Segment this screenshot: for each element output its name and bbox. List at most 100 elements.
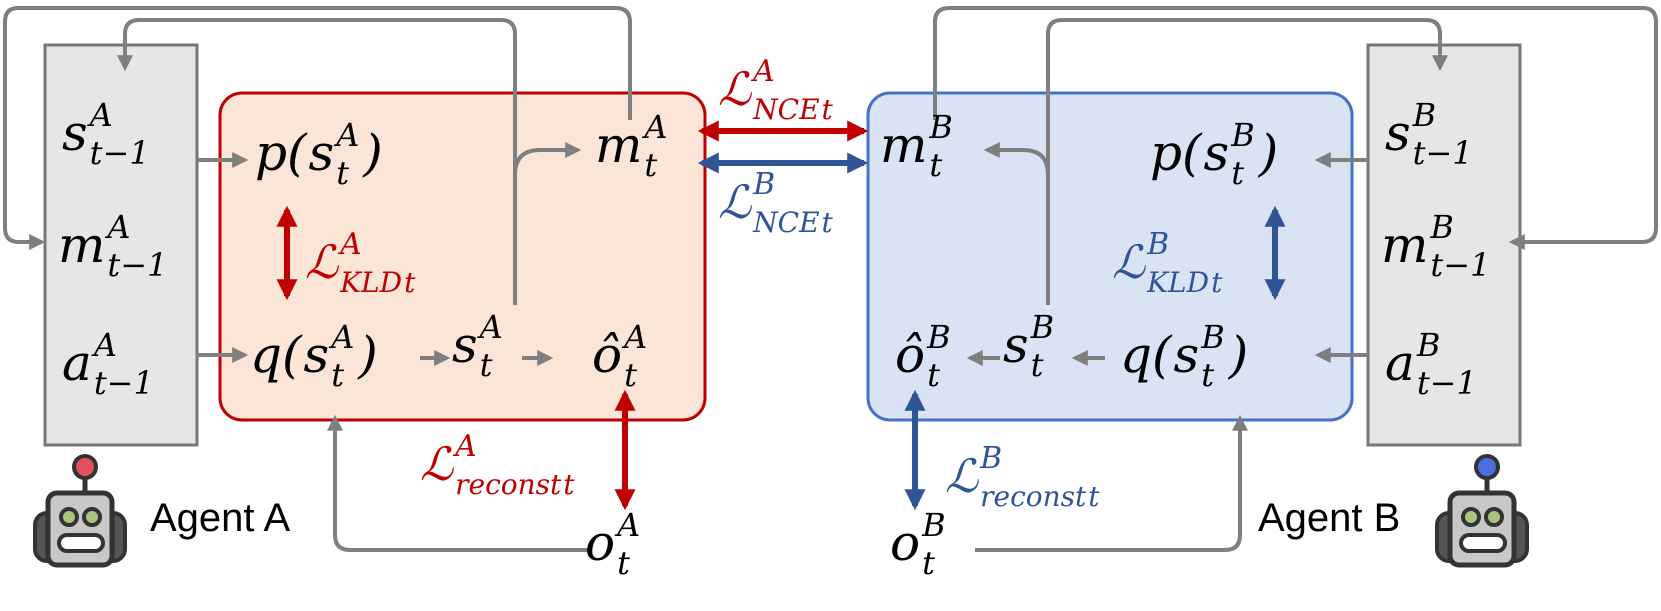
kld_a-loss-time: t <box>404 266 416 299</box>
rec_a-loss-time: t <box>563 468 575 501</box>
nce_b-loss-symbol: ℒ <box>718 175 752 229</box>
s_a-subscript: t <box>480 346 493 384</box>
arrow-o-to-q-b <box>975 414 1248 552</box>
kld_b-loss-symbol: ℒ <box>1112 235 1146 289</box>
s_prev_b-subscript: t−1 <box>1413 134 1473 172</box>
nce_b-loss-superscript: B <box>752 167 775 202</box>
s_prev_b-superscript: B <box>1412 96 1437 134</box>
p_a-symbol: s <box>309 124 335 182</box>
nce_a-loss-superscript: A <box>750 54 775 89</box>
rec_a-loss-superscript: A <box>452 429 477 464</box>
kld_b-loss-superscript: B <box>1146 227 1169 262</box>
o_b-subscript: t <box>922 544 935 582</box>
s_b-superscript: B <box>1030 308 1055 346</box>
kld_a-loss-subscript: KLD <box>339 266 402 299</box>
a_prev_b-superscript: B <box>1416 326 1441 364</box>
nce_b-loss-time: t <box>822 206 834 239</box>
robot-icon-red <box>33 454 127 568</box>
memory-box-a <box>43 43 199 447</box>
s_prev_b-symbol: s <box>1385 104 1411 162</box>
m_a-superscript: A <box>641 108 667 146</box>
m_prev_a-superscript: A <box>104 208 130 246</box>
kld_a-loss-symbol: ℒ <box>305 235 339 289</box>
ohat_a-symbol: ô <box>592 326 622 384</box>
ohat_a-superscript: A <box>621 318 647 356</box>
s_b-subscript: t <box>1031 346 1044 384</box>
agent-b-label: Agent B <box>1258 496 1400 540</box>
gray-arrows <box>3 6 1658 552</box>
o_a-superscript: A <box>614 506 640 544</box>
m_prev_b-subscript: t−1 <box>1430 246 1490 284</box>
m_prev_b-symbol: m <box>1381 216 1428 274</box>
kld_b-loss-time: t <box>1211 266 1223 299</box>
a_prev_a-subscript: t−1 <box>94 364 154 402</box>
a_prev_a-superscript: A <box>91 326 117 364</box>
nce_a-loss-symbol: ℒ <box>718 62 752 116</box>
p_a-subscript: t <box>336 154 349 192</box>
s_a-symbol: s <box>452 316 478 374</box>
s_b-symbol: s <box>1003 316 1029 374</box>
loop-m-b <box>933 6 1658 250</box>
loop-s-a <box>117 18 517 305</box>
m_b-subscript: t <box>929 146 942 184</box>
p_b-suffix: ) <box>1258 124 1279 182</box>
o_b-symbol: o <box>890 514 920 572</box>
p_a-suffix: ) <box>362 124 383 182</box>
s_prev_a-symbol: s <box>62 104 88 162</box>
nce_a-loss-subscript: NCE <box>752 93 819 126</box>
p_a-prefix: p( <box>255 124 308 182</box>
rec_b-loss-subscript: reconst <box>980 480 1087 513</box>
m_prev_a-symbol: m <box>58 216 105 274</box>
kld_b-loss-subscript: KLD <box>1146 266 1209 299</box>
branch-s-to-m-a <box>513 142 582 176</box>
rec_b-loss-time: t <box>1088 480 1100 513</box>
rec_b-loss-symbol: ℒ <box>945 449 979 503</box>
m_b-symbol: m <box>880 116 927 174</box>
q_b-superscript: B <box>1200 318 1225 356</box>
model-panel-b <box>866 91 1354 422</box>
q_a-suffix: ) <box>357 326 378 384</box>
m_prev_a-subscript: t−1 <box>107 246 167 284</box>
nce_b-loss-subscript: NCE <box>752 206 819 239</box>
ohat_a-subscript: t <box>624 356 637 394</box>
rec_a-loss-subscript: reconst <box>455 468 562 501</box>
p_b-symbol: s <box>1204 124 1230 182</box>
agent-a-label: Agent A <box>150 496 290 540</box>
o_b-superscript: B <box>921 506 946 544</box>
ohat_b-subscript: t <box>927 356 940 394</box>
q_a-subscript: t <box>331 356 344 394</box>
rec_b-loss-superscript: B <box>979 441 1002 476</box>
arrow-o-to-q-a <box>327 414 588 552</box>
q_a-superscript: A <box>328 318 354 356</box>
loop-m-a <box>3 6 632 250</box>
s_prev_a-subscript: t−1 <box>90 134 150 172</box>
s_a-superscript: A <box>477 308 503 346</box>
p_b-subscript: t <box>1231 154 1244 192</box>
o_a-subscript: t <box>617 544 630 582</box>
loop-s-b <box>1046 18 1448 305</box>
ohat_b-superscript: B <box>926 318 951 356</box>
p_b-superscript: B <box>1230 116 1255 154</box>
m_b-superscript: B <box>928 108 953 146</box>
kld_a-loss-superscript: A <box>337 227 362 262</box>
a_prev_b-subscript: t−1 <box>1417 364 1477 402</box>
q_a-prefix: q( <box>250 326 303 384</box>
q_b-suffix: ) <box>1228 326 1249 384</box>
m_a-subscript: t <box>644 146 657 184</box>
m_a-symbol: m <box>595 116 642 174</box>
ohat_b-symbol: ô <box>895 326 925 384</box>
s_prev_a-superscript: A <box>87 96 113 134</box>
m_prev_b-superscript: B <box>1429 208 1454 246</box>
q_b-subscript: t <box>1201 356 1214 394</box>
q_a-symbol: s <box>304 326 330 384</box>
p_a-superscript: A <box>333 116 359 154</box>
nce_a-loss-time: t <box>822 93 834 126</box>
q_b-prefix: q( <box>1120 326 1173 384</box>
q_b-symbol: s <box>1174 326 1200 384</box>
p_b-prefix: p( <box>1150 124 1203 182</box>
branch-s-to-m-b <box>983 142 1050 176</box>
o_a-symbol: o <box>585 514 615 572</box>
a_prev_b-symbol: a <box>1385 334 1415 392</box>
